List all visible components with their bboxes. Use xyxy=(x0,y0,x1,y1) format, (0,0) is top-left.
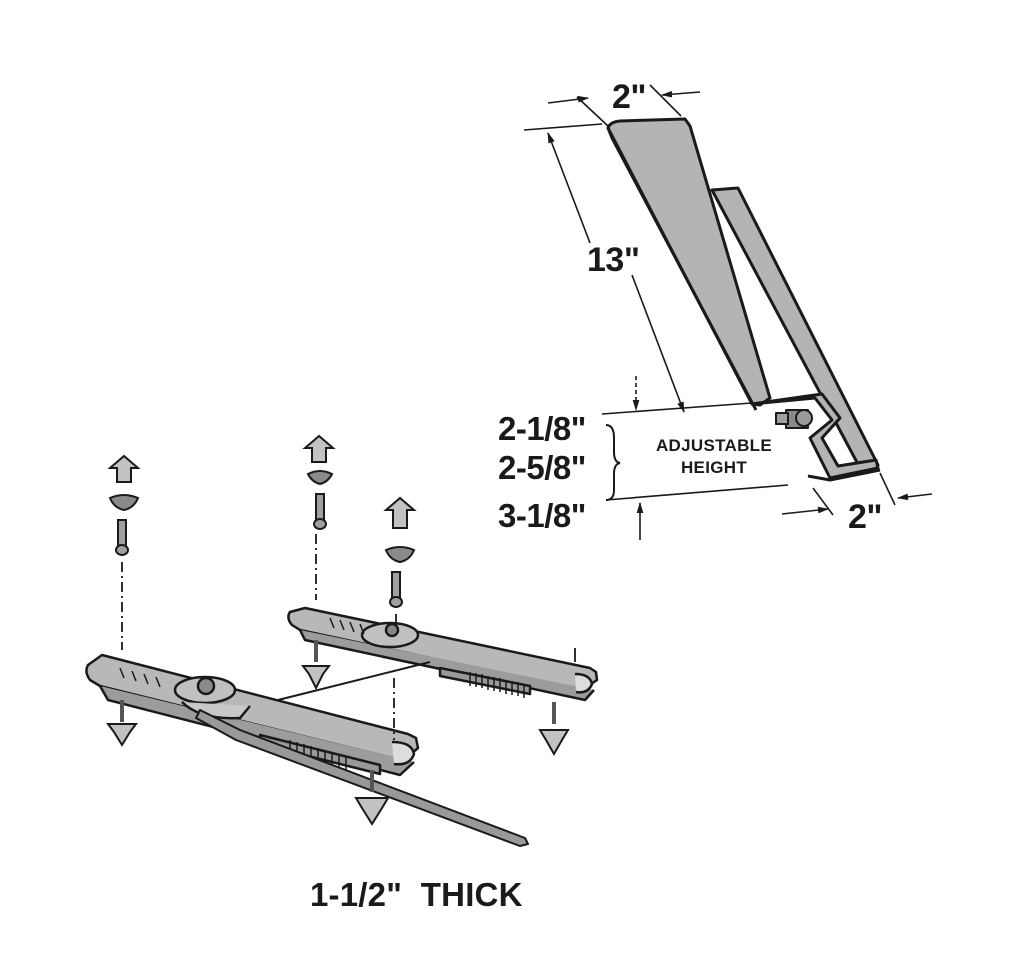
bolt-nut-center xyxy=(301,434,336,691)
bottom-width-label: 2" xyxy=(848,498,883,536)
left-rail xyxy=(85,653,529,847)
bracket-bolt-icon xyxy=(775,409,813,429)
up-arrow-icon xyxy=(107,454,141,483)
connecting-cable xyxy=(277,661,431,701)
down-arrow-icon xyxy=(106,723,138,747)
riser-bracket xyxy=(606,117,881,482)
down-arrow-icon xyxy=(354,797,390,826)
height-option-1: 2-1/8" xyxy=(498,410,586,447)
release-bar xyxy=(195,709,529,847)
height-option-3: 3-1/8" xyxy=(498,497,586,534)
bolt-far-right xyxy=(538,648,576,757)
bolt-icon xyxy=(117,519,127,547)
bracket-foot xyxy=(750,392,880,480)
top-width-label: 2" xyxy=(612,78,647,116)
bolt-nut-right xyxy=(354,496,417,826)
nut-icon xyxy=(384,546,416,564)
fasteners xyxy=(106,434,576,826)
up-arrow-icon xyxy=(383,496,417,529)
down-arrow-icon xyxy=(538,729,570,757)
bolt-nut-left xyxy=(106,454,141,747)
length-label: 13" xyxy=(587,241,640,279)
bolt-icon xyxy=(391,571,401,599)
bracket-front-plate xyxy=(606,117,772,407)
right-rail xyxy=(287,606,599,702)
height-option-2: 2-5/8" xyxy=(498,449,586,486)
adjustable-label-line1: ADJUSTABLE xyxy=(655,436,773,455)
dimension-lines xyxy=(523,84,933,540)
nut-icon xyxy=(108,494,140,512)
down-arrow-icon xyxy=(301,665,331,691)
bolt-icon xyxy=(315,493,325,521)
adjustable-label-line2: HEIGHT xyxy=(680,458,748,477)
up-arrow-icon xyxy=(302,434,336,463)
adjustable-label: ADJUSTABLE HEIGHT xyxy=(644,437,784,476)
thickness-caption: 1-1/2" THICK xyxy=(310,876,523,913)
nut-icon xyxy=(306,470,334,486)
